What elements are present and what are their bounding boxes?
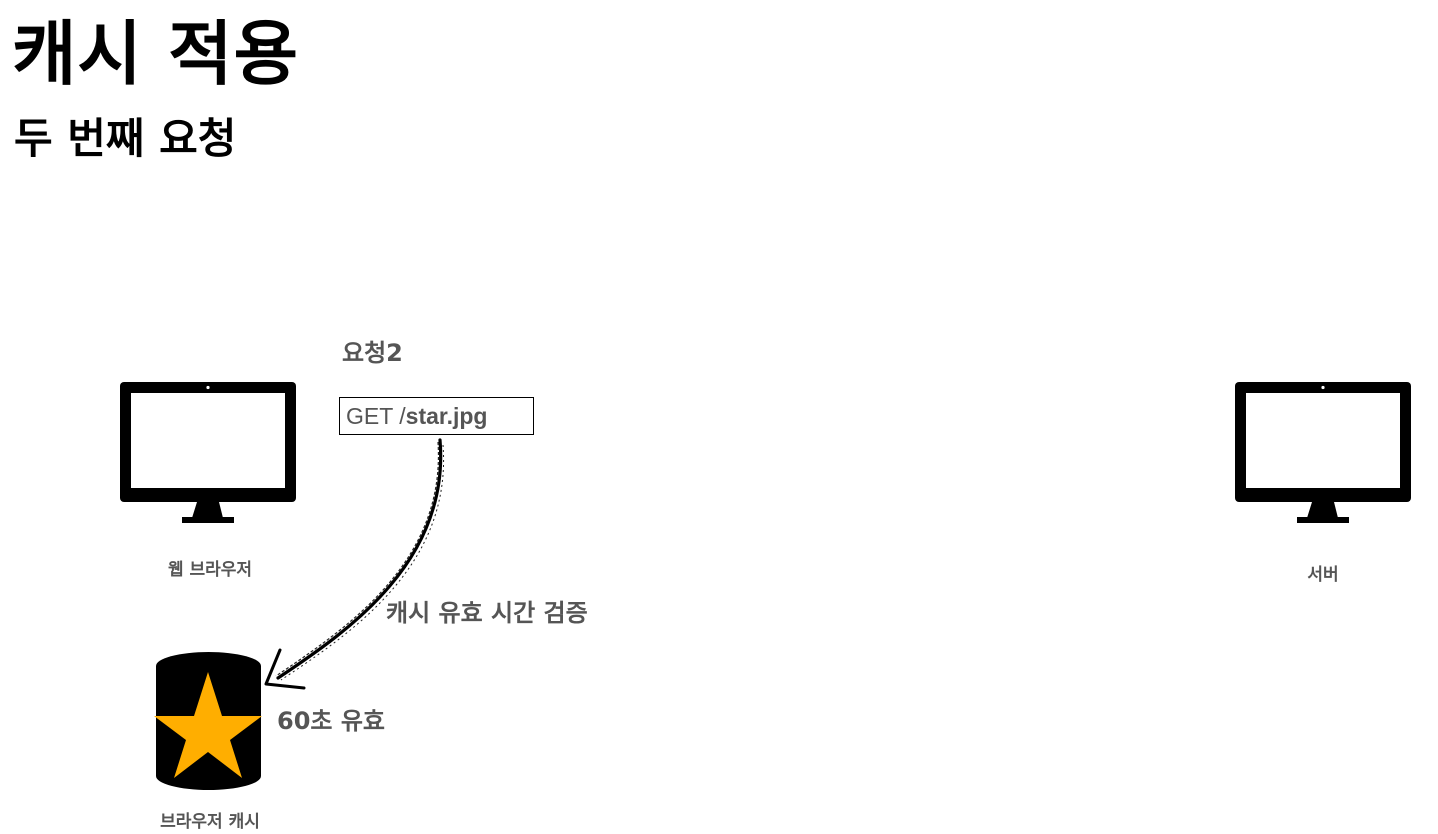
request-label: 요청2 (342, 339, 403, 367)
star-icon (154, 672, 262, 778)
cache-valid-duration-label: 60초 유효 (277, 707, 385, 735)
monitor-icon (1235, 382, 1411, 523)
cache-validation-label: 캐시 유효 시간 검증 (386, 599, 588, 627)
monitor-icon (120, 382, 296, 523)
browser-cache-label: 브라우저 캐시 (160, 812, 260, 832)
request-path: star.jpg (405, 403, 488, 429)
request-method: GET / (346, 403, 406, 429)
request-box: GET /star.jpg (339, 397, 534, 435)
browser-label: 웹 브라우저 (167, 560, 253, 580)
page-title: 캐시 적용 (12, 13, 299, 95)
request-arrow (264, 438, 445, 690)
server-label: 서버 (1307, 565, 1339, 585)
page-subtitle: 두 번째 요청 (14, 114, 237, 163)
